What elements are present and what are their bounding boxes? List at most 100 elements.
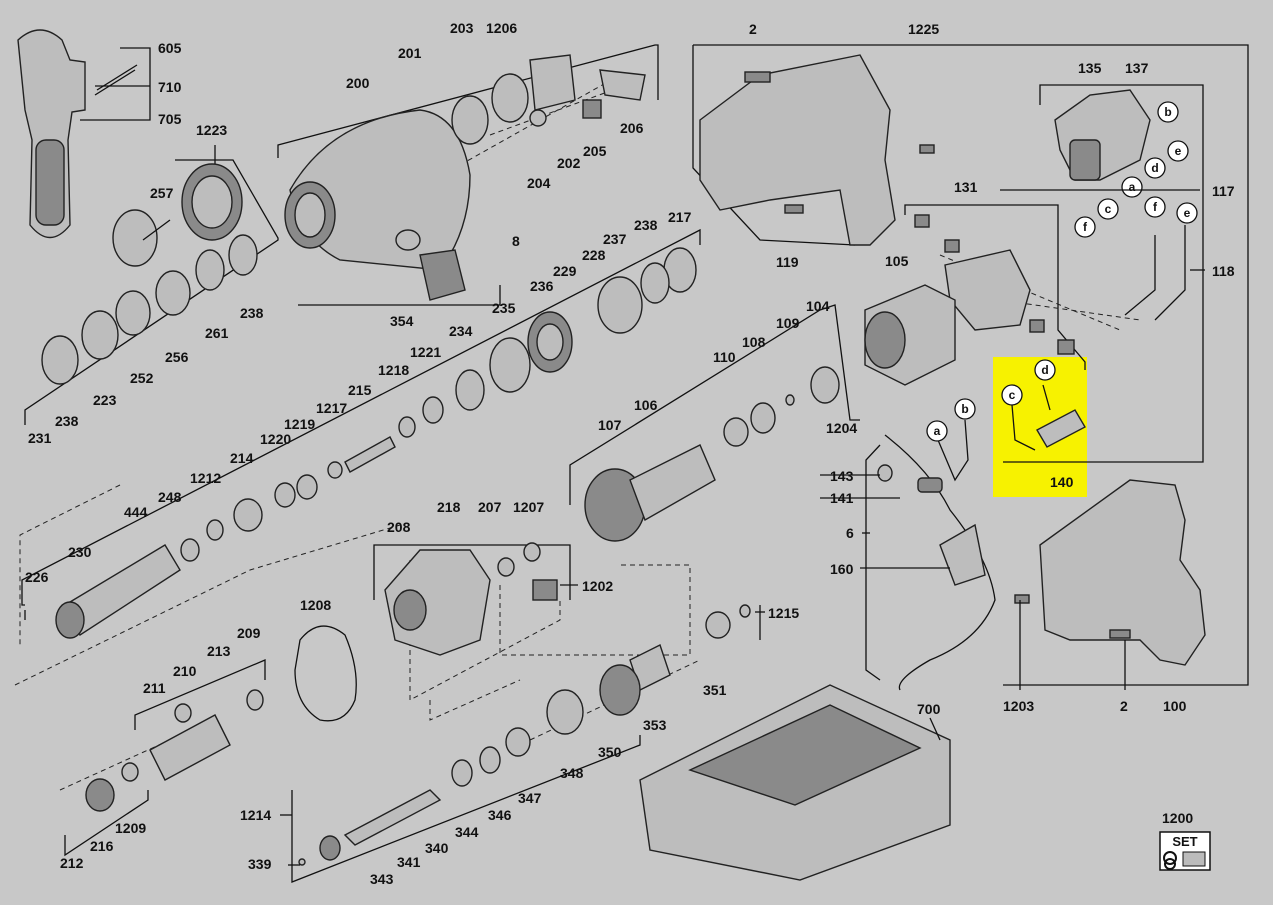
part-label: 238 — [240, 305, 264, 321]
stator-part — [864, 284, 956, 386]
part-label: 256 — [165, 349, 189, 365]
chuck-part — [41, 163, 258, 385]
part-label: 238 — [55, 413, 79, 429]
part-label: 228 — [582, 247, 606, 263]
flange-part — [294, 542, 558, 722]
circle-letter-e: e — [1184, 206, 1191, 220]
part-label: 341 — [397, 854, 421, 870]
circle-letter-c: c — [1105, 202, 1112, 216]
part-label: 213 — [207, 643, 231, 659]
brush-holder-part — [914, 214, 1075, 355]
circle-letter-b: b — [1164, 105, 1171, 119]
part-label: 109 — [776, 315, 800, 331]
part-label: 1200 — [1162, 810, 1193, 826]
circle-letter-f: f — [1153, 200, 1158, 214]
part-label: 108 — [742, 334, 766, 350]
part-label: 353 — [643, 717, 667, 733]
part-label: 1219 — [284, 416, 315, 432]
part-label: 340 — [425, 840, 449, 856]
part-label: 131 — [954, 179, 978, 195]
part-label: 214 — [230, 450, 254, 466]
switch-part — [1054, 89, 1186, 321]
set-label: SET — [1172, 834, 1197, 849]
cord-part — [877, 434, 996, 691]
part-label: 104 — [806, 298, 830, 314]
part-label: 203 — [450, 20, 474, 36]
part-label: 223 — [93, 392, 117, 408]
part-label: 1209 — [115, 820, 146, 836]
part-label: 229 — [553, 263, 577, 279]
part-label: 119 — [776, 254, 799, 270]
circle-letter-d: d — [1151, 161, 1158, 175]
part-label: 1218 — [378, 362, 409, 378]
part-label: 202 — [557, 155, 581, 171]
gear-train-part — [55, 247, 697, 639]
part-label: 160 — [830, 561, 854, 577]
part-label: 208 — [387, 519, 411, 535]
part-label: 350 — [598, 744, 622, 760]
part-label: 248 — [158, 489, 182, 505]
part-label: 226 — [25, 569, 49, 585]
part-label: 2 — [749, 21, 757, 37]
part-label: 230 — [68, 544, 92, 560]
part-label: 1214 — [240, 807, 271, 823]
bracket-switch — [1003, 84, 1204, 463]
part-label: 1203 — [1003, 698, 1034, 714]
part-label: 1223 — [196, 122, 227, 138]
part-label: 237 — [603, 231, 627, 247]
part-label: 1202 — [582, 578, 613, 594]
circle-letter-c: c — [1009, 388, 1016, 402]
circle-letter-a: a — [1129, 180, 1136, 194]
carry-case-part — [639, 684, 951, 881]
part-label: 1208 — [300, 597, 331, 613]
part-label: 8 — [512, 233, 520, 249]
carbon-brush-140 — [1011, 384, 1086, 451]
bracket-chuck-group — [24, 159, 279, 425]
circle-letter-b: b — [961, 402, 968, 416]
part-label-140: 140 — [1050, 474, 1074, 490]
part-label: 605 — [158, 40, 182, 56]
part-label: 1204 — [826, 420, 857, 436]
part-label: 212 — [60, 855, 84, 871]
part-label: 200 — [346, 75, 370, 91]
part-label: 444 — [124, 504, 148, 520]
gear-housing-part — [284, 54, 646, 301]
part-label: 1220 — [260, 431, 291, 447]
part-label: 206 — [620, 120, 644, 136]
part-label: 234 — [449, 323, 473, 339]
part-label: 211 — [143, 680, 166, 696]
part-label: 1212 — [190, 470, 221, 486]
part-label: 217 — [668, 209, 692, 225]
part-label: 137 — [1125, 60, 1149, 76]
bracket-605-705 — [120, 47, 151, 121]
part-label: 207 — [478, 499, 502, 515]
part-label: 107 — [598, 417, 622, 433]
part-label: 118 — [1212, 263, 1235, 279]
part-label: 705 — [158, 111, 182, 127]
handle-housing-part — [1014, 479, 1206, 666]
part-label: 1206 — [486, 20, 517, 36]
part-label: 257 — [150, 185, 174, 201]
part-label: 348 — [560, 765, 584, 781]
part-label: 135 — [1078, 60, 1102, 76]
part-label: 106 — [634, 397, 658, 413]
part-label: 1215 — [768, 605, 799, 621]
part-label: 339 — [248, 856, 272, 872]
part-label: 216 — [90, 838, 114, 854]
part-label: 346 — [488, 807, 512, 823]
part-label: 117 — [1212, 183, 1235, 199]
part-label: 238 — [634, 217, 658, 233]
part-label: 1225 — [908, 21, 939, 37]
part-label: 205 — [583, 143, 607, 159]
part-label: 1217 — [316, 400, 347, 416]
part-label: 347 — [518, 790, 542, 806]
part-label: 201 — [398, 45, 422, 61]
part-label: 218 — [437, 499, 461, 515]
part-label: 100 — [1163, 698, 1187, 714]
part-label: 343 — [370, 871, 394, 887]
part-label: 215 — [348, 382, 372, 398]
part-label: 231 — [28, 430, 52, 446]
circle-letter-f: f — [1083, 220, 1088, 234]
part-label: 1207 — [513, 499, 544, 515]
